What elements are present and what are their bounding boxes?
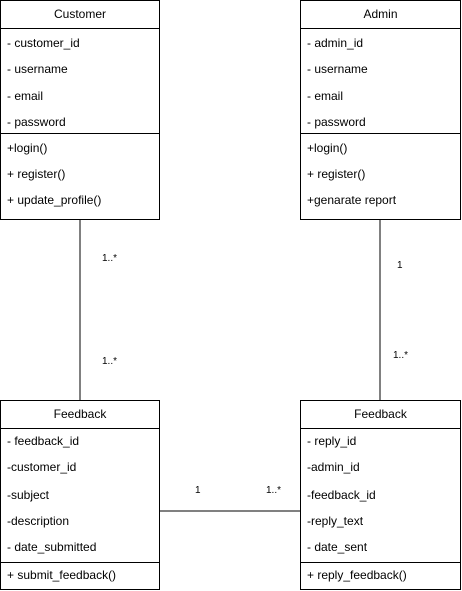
attribute: - customer_id xyxy=(7,36,80,50)
feedback-left-multiplicity: 1..* xyxy=(102,356,118,367)
method: + register() xyxy=(307,167,366,181)
class-name: Customer xyxy=(1,1,159,29)
attributes-section: - reply_id -admin_id -feedback_id -reply… xyxy=(301,429,460,562)
attribute: - username xyxy=(7,62,68,76)
method: +login() xyxy=(307,141,348,155)
feedback-association-multiplicity-left: 1 xyxy=(195,485,201,496)
attribute: -feedback_id xyxy=(307,488,376,502)
methods-section: +login() + register() +genarate report xyxy=(301,133,460,220)
method: + register() xyxy=(7,167,66,181)
attribute: - reply_id xyxy=(307,434,357,448)
attributes-section: - admin_id - username - email - password xyxy=(301,29,460,133)
feedback-right-multiplicity: 1..* xyxy=(393,350,409,361)
attribute: - feedback_id xyxy=(7,434,80,448)
attribute: - password xyxy=(307,115,366,129)
attribute: -description xyxy=(7,514,70,528)
method: + submit_feedback() xyxy=(7,568,117,582)
attribute: - date_submitted xyxy=(7,540,97,554)
admin-multiplicity: 1 xyxy=(397,260,403,271)
attribute: -reply_text xyxy=(307,514,364,528)
attributes-section: - customer_id - username - email - passw… xyxy=(1,29,159,133)
customer-multiplicity: 1..* xyxy=(102,253,118,264)
attribute: -customer_id xyxy=(7,460,77,474)
attribute: - date_sent xyxy=(307,540,368,554)
attribute: - password xyxy=(7,115,66,129)
method: +login() xyxy=(7,141,48,155)
attribute: -subject xyxy=(7,488,50,502)
attribute: - username xyxy=(307,62,368,76)
feedback-association-multiplicity-right: 1..* xyxy=(266,485,282,496)
attribute: -admin_id xyxy=(307,460,360,474)
class-name: Feedback xyxy=(301,401,460,429)
feedback-class-right[interactable]: Feedback - reply_id -admin_id -feedback_… xyxy=(300,400,461,590)
admin-class[interactable]: Admin - admin_id - username - email - pa… xyxy=(300,0,461,220)
methods-section: + submit_feedback() xyxy=(1,562,159,590)
attribute: - admin_id xyxy=(307,36,364,50)
method: + update_profile() xyxy=(7,193,102,207)
method: + reply_feedback() xyxy=(307,568,407,582)
methods-section: +login() + register() + update_profile() xyxy=(1,133,159,220)
attribute: - email xyxy=(307,89,344,103)
attributes-section: - feedback_id -customer_id -subject -des… xyxy=(1,429,159,562)
class-name: Feedback xyxy=(1,401,159,429)
attribute: - email xyxy=(7,89,44,103)
methods-section: + reply_feedback() xyxy=(301,562,460,590)
feedback-class-left[interactable]: Feedback - feedback_id -customer_id -sub… xyxy=(0,400,160,590)
customer-class[interactable]: Customer - customer_id - username - emai… xyxy=(0,0,160,220)
class-name: Admin xyxy=(301,1,460,29)
method: +genarate report xyxy=(307,193,397,207)
